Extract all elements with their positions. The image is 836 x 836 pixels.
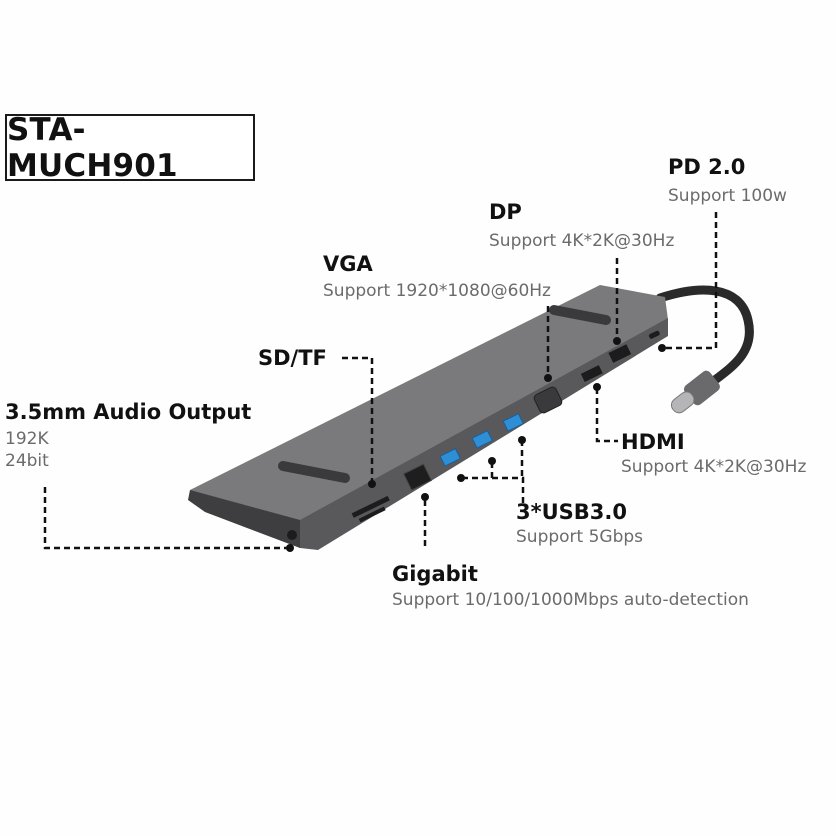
callout-vga: VGA Support 1920*1080@60Hz <box>323 252 551 302</box>
device-end-cap <box>188 490 300 548</box>
audio-jack-port <box>287 530 297 540</box>
displayport-port <box>608 344 632 363</box>
hdmi-port <box>580 365 603 382</box>
gigabit-ethernet-port <box>403 463 433 491</box>
callout-usb: 3*USB3.0 Support 5Gbps <box>516 500 643 548</box>
callout-audio: 3.5mm Audio Output 192K 24bit <box>5 400 251 472</box>
usb3-port-2 <box>471 429 493 449</box>
sd-tf-card-slot <box>351 495 390 523</box>
callout-audio-line-2: 24bit <box>5 451 49 471</box>
callout-audio-title: 3.5mm Audio Output <box>5 400 252 424</box>
callout-vga-title: VGA <box>323 252 373 276</box>
callout-usb-line-1: Support 5Gbps <box>516 527 644 547</box>
callout-pd-line-1: Support 100w <box>668 186 787 206</box>
callout-gigabit-line-1: Support 10/100/1000Mbps auto-detection <box>392 590 749 610</box>
model-number-box: STA-MUCH901 <box>5 111 255 184</box>
callout-sdtf: SD/TF <box>258 346 327 370</box>
usb-c-plug <box>670 370 720 414</box>
usb3-port-3 <box>502 412 524 432</box>
callout-usb-title: 3*USB3.0 <box>516 500 627 524</box>
callout-pd: PD 2.0 Support 100w <box>668 155 787 207</box>
callout-dp-title: DP <box>489 200 522 224</box>
callout-gigabit-title: Gigabit <box>392 562 478 586</box>
usb3-port-1 <box>439 447 461 467</box>
callout-dp: DP Support 4K*2K@30Hz <box>489 200 674 252</box>
grip-pad-left <box>278 461 350 483</box>
callout-gigabit: Gigabit Support 10/100/1000Mbps auto-det… <box>392 562 749 611</box>
callout-dp-line-1: Support 4K*2K@30Hz <box>489 231 675 251</box>
leader-audio <box>43 487 289 550</box>
leader-usb-h <box>462 476 525 503</box>
callout-pd-title: PD 2.0 <box>668 155 746 179</box>
grip-pad-right <box>549 305 611 325</box>
usb-c-cable <box>655 285 754 385</box>
leader-hdmi <box>595 388 618 443</box>
callout-vga-line-1: Support 1920*1080@60Hz <box>323 281 551 301</box>
callout-hdmi: HDMI Support 4K*2K@30Hz <box>621 430 806 478</box>
leader-dots <box>286 337 666 552</box>
vga-port <box>533 386 563 414</box>
pd-usb-c-port <box>648 330 660 339</box>
leader-pd <box>663 212 718 350</box>
model-number: STA-MUCH901 <box>7 111 178 184</box>
leader-lines <box>43 212 718 550</box>
callout-hdmi-title: HDMI <box>621 430 685 454</box>
callout-sdtf-title: SD/TF <box>258 346 327 370</box>
leader-sdtf <box>342 356 374 484</box>
callout-hdmi-line-1: Support 4K*2K@30Hz <box>621 457 807 477</box>
callout-audio-line-1: 192K <box>5 429 49 449</box>
